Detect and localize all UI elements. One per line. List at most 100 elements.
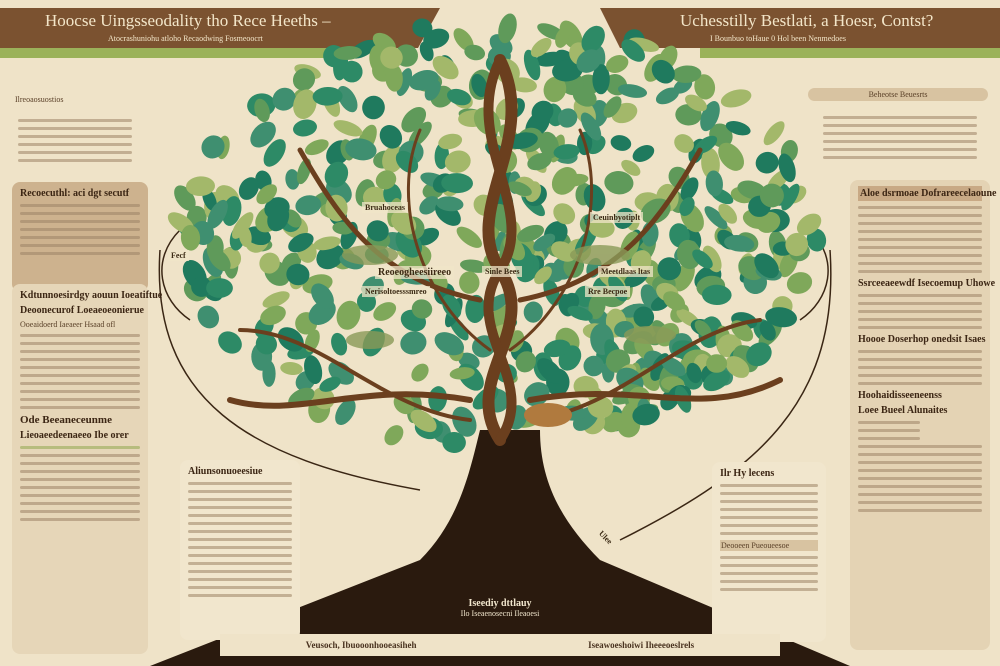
- leaf: [345, 138, 377, 161]
- left-panel-2-sub1: Deoonecurof Loeaeoeonierue: [20, 305, 144, 316]
- leaf: [432, 55, 459, 80]
- leaf: [255, 333, 277, 355]
- tree-label-4: Sinle Bees: [482, 266, 523, 277]
- leaf: [778, 153, 796, 183]
- leaf: [588, 218, 615, 238]
- tree-label-1: Bruahoceas: [362, 202, 408, 213]
- tree-label-6: Nerisoltoesssmreo: [362, 286, 430, 297]
- leaf: [384, 425, 404, 446]
- leaf: [703, 369, 731, 392]
- leaf: [580, 112, 602, 141]
- leaf: [680, 177, 699, 201]
- right-panel-1-title: Aloe dsrmoae Dofrareecelaoune: [858, 186, 997, 201]
- green-strip-right: [700, 48, 1000, 58]
- leaf: [581, 25, 605, 53]
- leaf: [259, 252, 280, 274]
- leaf: [796, 213, 822, 236]
- left-panel-1: Recoecuthl: aci dgt secutf: [12, 182, 148, 292]
- right-panel-2-title: Hoohaidisseeneenss: [858, 390, 942, 401]
- leaf: [441, 173, 473, 194]
- leaf: [379, 125, 403, 149]
- leaf: [763, 121, 785, 146]
- leaf: [537, 358, 563, 384]
- leaf: [576, 49, 602, 73]
- right-panel-1-sub2: Hoooe Doserhop onedsit Isaes: [858, 334, 986, 345]
- tree-box-right: Ilr Hy lecens Deooeen Pueoueesoe: [712, 462, 826, 642]
- leaf: [410, 409, 437, 433]
- leaf: [524, 181, 542, 202]
- tree-box-right-sub: Deooeen Pueoueesoe: [720, 540, 818, 551]
- leaf: [725, 121, 751, 136]
- leaf: [686, 362, 702, 384]
- leaf: [400, 331, 427, 355]
- leaf: [704, 206, 728, 230]
- leaf: [254, 98, 270, 123]
- leaf: [553, 203, 576, 225]
- leaf: [718, 203, 738, 224]
- leaf: [781, 183, 800, 211]
- trunk-caption: Iseediy dttlauy Ilo Iseaenosecni Ileaoes…: [380, 598, 620, 618]
- right-top-note: Beheotse Beuesrts: [868, 90, 928, 99]
- leaf: [588, 292, 606, 320]
- leaf: [201, 135, 225, 159]
- leaf: [231, 212, 254, 239]
- leaf: [208, 248, 231, 272]
- leaf: [335, 399, 356, 425]
- leaf: [679, 197, 695, 217]
- left-intro-text: [10, 108, 140, 173]
- leaf: [313, 236, 341, 251]
- leaf: [316, 244, 344, 270]
- leaf: [551, 167, 578, 195]
- leaf: [632, 403, 660, 426]
- leaf: [677, 239, 701, 270]
- leaf: [555, 27, 570, 48]
- right-intro-text: [815, 105, 985, 170]
- leaf: [286, 263, 310, 286]
- tree-box-left: Aliunsonuoeesiue: [180, 460, 300, 640]
- leaf: [304, 139, 329, 156]
- leaf: [411, 363, 429, 382]
- leaf: [434, 332, 465, 356]
- leaf: [515, 351, 536, 373]
- leaf: [694, 320, 712, 338]
- leaf: [280, 362, 303, 375]
- leaf: [674, 134, 694, 153]
- leaf: [375, 170, 397, 190]
- leaf: [333, 46, 362, 60]
- header-band-right: [600, 8, 1000, 48]
- left-subtitle: Atocrashuniohu atloho Recaodwing Fosmeoo…: [108, 34, 263, 43]
- bottom-text-a: Veusoch, Ibuooonhooeasiheh: [305, 640, 417, 650]
- leaf: [535, 51, 565, 67]
- leaf: [292, 68, 316, 91]
- leaf: [419, 41, 434, 62]
- leaf: [551, 241, 577, 262]
- leaf: [238, 225, 252, 248]
- leaf: [262, 360, 276, 387]
- bottom-text-b: Iseawoeshoiwi Iheeeoeslrels: [588, 640, 695, 650]
- leaf: [295, 195, 322, 216]
- leaf: [754, 253, 779, 279]
- leaf: [362, 95, 385, 120]
- leaf: [341, 60, 363, 83]
- leaf: [610, 135, 632, 151]
- left-side-tag: Fecf: [168, 250, 189, 261]
- green-strip-left: [0, 48, 340, 58]
- left-panel-1-title: Recoecuthl: aci dgt secutf: [20, 188, 130, 199]
- leaf: [191, 276, 212, 297]
- leaf: [756, 211, 781, 233]
- leaf: [759, 320, 776, 341]
- leaf: [337, 86, 358, 113]
- leaf: [319, 376, 341, 392]
- leaf: [621, 39, 645, 62]
- trunk-base: [150, 430, 850, 666]
- leaf: [516, 224, 545, 243]
- leaf: [401, 106, 427, 133]
- leaf: [692, 249, 713, 269]
- leaf: [633, 306, 655, 328]
- right-panel-2-sub: Loee Bueel Alunaites: [858, 405, 948, 416]
- leaf: [288, 233, 314, 253]
- leaf: [180, 225, 201, 251]
- leaf: [471, 73, 488, 98]
- leaf: [207, 199, 228, 229]
- leaf: [552, 59, 583, 82]
